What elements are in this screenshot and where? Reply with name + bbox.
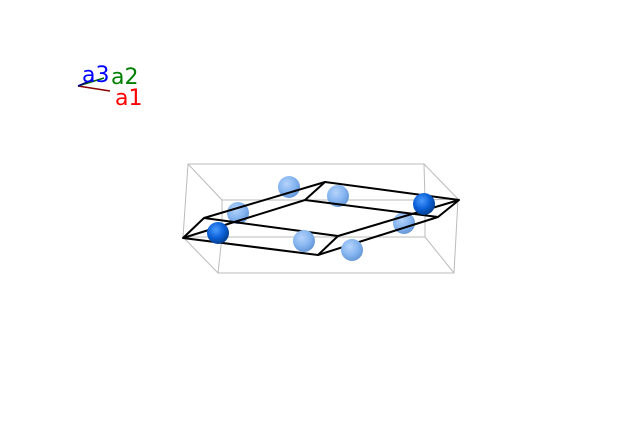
atom-image[interactable] xyxy=(293,230,315,252)
atom-image[interactable] xyxy=(327,185,349,207)
a1-axis-line xyxy=(77,85,111,92)
a2-label: a2 xyxy=(111,65,138,90)
atom-primary[interactable] xyxy=(207,222,229,244)
a3-axis-line xyxy=(77,79,93,87)
a1-label: a1 xyxy=(115,86,142,111)
axis-indicator: a1 a2 a3 xyxy=(77,63,142,111)
atom-primary[interactable] xyxy=(413,193,435,215)
a3-label: a3 xyxy=(82,63,109,88)
atom-image[interactable] xyxy=(341,239,363,261)
bounding-box xyxy=(182,163,459,274)
unit-cell xyxy=(182,181,460,256)
atom-image[interactable] xyxy=(278,176,300,198)
atoms-front xyxy=(207,193,435,261)
